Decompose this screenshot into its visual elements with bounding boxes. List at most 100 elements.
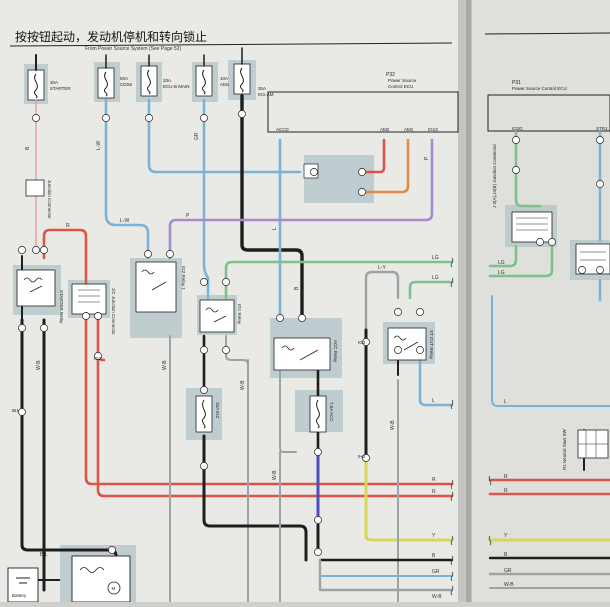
connector-pin bbox=[314, 516, 322, 524]
connector-pin bbox=[536, 238, 544, 246]
connector-pin bbox=[578, 266, 586, 274]
connector-pin bbox=[298, 314, 306, 322]
svg-text:ST CUT Relay: ST CUT Relay bbox=[429, 330, 434, 360]
label-y-right: Y bbox=[504, 533, 508, 539]
fuse-cds6: 50A CDS6 bbox=[97, 67, 133, 99]
svg-text:IH3: IH3 bbox=[358, 454, 366, 459]
wire-r-long bbox=[96, 358, 454, 498]
connector-pin bbox=[108, 546, 116, 554]
label-p-2: P bbox=[424, 156, 430, 160]
ecu-p32-line1: Power Source bbox=[388, 78, 417, 83]
wire-l-w bbox=[104, 98, 150, 260]
connector-pin bbox=[222, 278, 230, 286]
label-b-3: B bbox=[432, 553, 436, 559]
wire-r-top bbox=[42, 228, 88, 302]
label-b-1: B bbox=[25, 146, 31, 150]
ecu-p31-pin-ig2d: IG2D bbox=[512, 126, 523, 131]
svg-text:Junction Connector: Junction Connector bbox=[47, 180, 52, 219]
page-title: 按按钮起动，发动机停机和转向锁止 bbox=[15, 29, 207, 44]
label-r-right-1: R bbox=[504, 474, 508, 480]
battery: Battery bbox=[7, 567, 39, 603]
svg-text:15A IG2: 15A IG2 bbox=[215, 402, 220, 419]
svg-text:IG1 Relay: IG1 Relay bbox=[237, 304, 242, 325]
connector-pin bbox=[144, 250, 152, 258]
starter-motor: M bbox=[71, 555, 131, 603]
fuse-ig2-15a: 15A IG2 bbox=[195, 395, 220, 433]
connector-pin bbox=[94, 352, 102, 360]
connector-pin bbox=[310, 168, 318, 176]
svg-text:50A: 50A bbox=[120, 76, 128, 81]
connector-pin bbox=[40, 324, 48, 332]
relay-acc: ACC Relay bbox=[273, 337, 338, 371]
label-l-right: L bbox=[504, 399, 507, 405]
fuse-ecu-b-main: 20A ECU-B MAIN bbox=[140, 65, 190, 97]
label-gr-2: GR bbox=[432, 569, 440, 575]
label-w-b-3: W-B bbox=[240, 380, 246, 390]
connector-pin bbox=[394, 346, 402, 354]
svg-text:7.5A ACC: 7.5A ACC bbox=[329, 402, 334, 422]
wire-b-ig1 bbox=[240, 94, 304, 320]
connector-pin bbox=[18, 246, 26, 254]
right-page bbox=[466, 0, 610, 602]
connector-pin bbox=[94, 312, 102, 320]
label-r-1: R bbox=[66, 223, 70, 229]
label-lg-right-2: LG bbox=[498, 270, 505, 276]
label-gr-right: GR bbox=[504, 568, 512, 574]
ecu-p32-pin-ig13: IG13 bbox=[428, 127, 438, 132]
svg-text:ECU-B MAIN: ECU-B MAIN bbox=[163, 84, 190, 89]
power-source-note: From Power Source System (See Page 52) bbox=[85, 46, 181, 52]
relay-starter: STARTER Relay bbox=[16, 269, 64, 324]
svg-text:STARTER Relay: STARTER Relay bbox=[59, 290, 64, 324]
svg-text:R1 Neutral Start SW: R1 Neutral Start SW bbox=[562, 428, 567, 470]
wire-lg-2 bbox=[408, 280, 454, 300]
connector-pin bbox=[32, 246, 40, 254]
connector-pin bbox=[358, 188, 366, 196]
wire-ecu-b bbox=[147, 98, 302, 174]
connector-pin bbox=[200, 386, 208, 394]
label-b-l: B-L bbox=[40, 552, 48, 558]
connector-pin bbox=[596, 180, 604, 188]
right-header-rule bbox=[484, 32, 610, 35]
wire-l-y bbox=[364, 270, 400, 332]
connector-pin bbox=[512, 166, 520, 174]
svg-text:M: M bbox=[112, 586, 116, 591]
label-gr-1: GR bbox=[194, 132, 200, 140]
ecu-p32-pin-accd: ACCD bbox=[276, 127, 290, 132]
svg-text:J 3(A),J4(B) Junction Connecto: J 3(A),J4(B) Junction Connector bbox=[492, 143, 497, 208]
relay-st-cut: ST CUT Relay bbox=[387, 327, 434, 361]
connector-pin bbox=[276, 314, 284, 322]
connector-pin bbox=[18, 324, 26, 332]
connector-pin bbox=[362, 454, 370, 462]
connector-pin bbox=[200, 278, 208, 286]
label-l-y: L-Y bbox=[378, 265, 386, 271]
connector-pin bbox=[222, 346, 230, 354]
connector-pin bbox=[18, 408, 26, 416]
fuse-am1: 10A AM1 bbox=[195, 65, 230, 97]
relay-jbox: J/C Junction Connector bbox=[71, 283, 116, 335]
relay-ig1: IG1 Relay bbox=[199, 299, 242, 333]
svg-text:CDS6: CDS6 bbox=[120, 82, 133, 87]
connector-pin bbox=[82, 312, 90, 320]
label-l-2: L bbox=[432, 398, 435, 404]
relay-ig2: IG2 Relay 1 bbox=[135, 261, 186, 313]
connector-pin bbox=[548, 238, 556, 246]
label-lg-2: LG bbox=[432, 275, 439, 281]
ecu-p32-pin-am2: AM2 bbox=[380, 127, 390, 132]
svg-text:AM1: AM1 bbox=[220, 82, 230, 87]
connector-pin bbox=[200, 462, 208, 470]
wire-gr-am1 bbox=[202, 98, 210, 300]
label-w-b-6: W-B bbox=[432, 594, 442, 600]
label-w-b-1: W-B bbox=[36, 360, 42, 370]
connector-pin bbox=[166, 250, 174, 258]
svg-text:30A: 30A bbox=[50, 80, 58, 85]
connector-pins bbox=[18, 110, 604, 556]
wire-am2 bbox=[362, 138, 386, 174]
label-b-2: B bbox=[294, 286, 300, 290]
connector-pin bbox=[314, 548, 322, 556]
svg-text:STARTER: STARTER bbox=[50, 86, 71, 91]
label-w-b-5: W-B bbox=[390, 420, 396, 430]
header-rule bbox=[9, 42, 453, 47]
connector-pin bbox=[200, 346, 208, 354]
svg-text:Battery: Battery bbox=[12, 593, 27, 598]
connector-pin bbox=[596, 136, 604, 144]
